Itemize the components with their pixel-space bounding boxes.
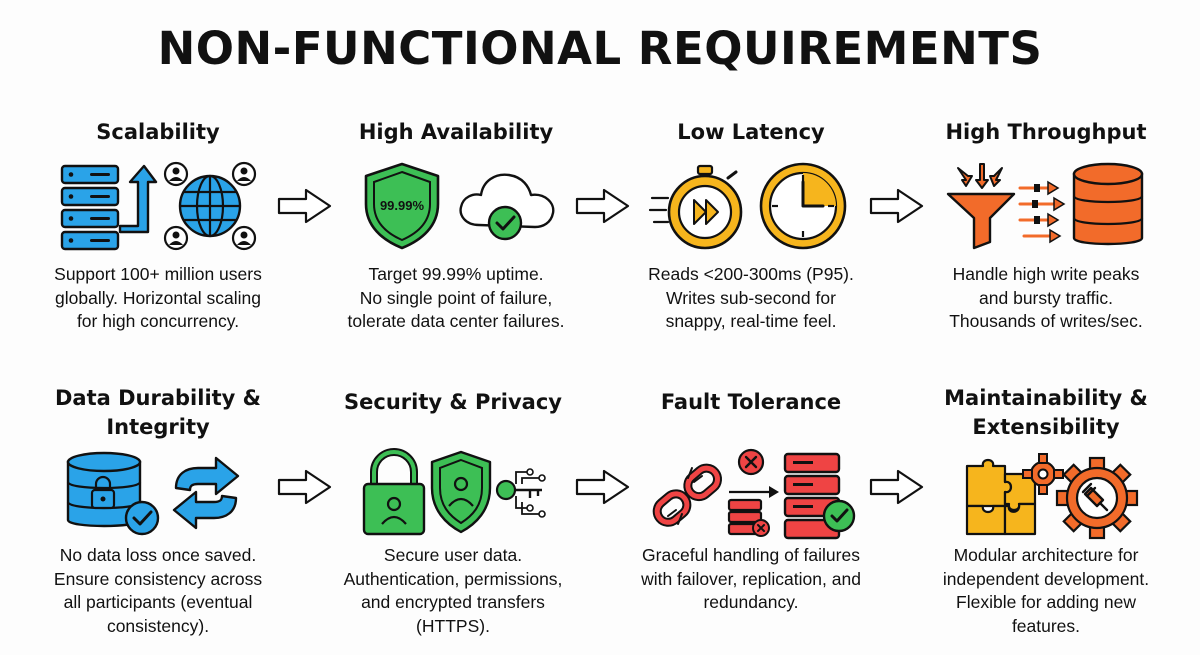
card-description: Handle high write peaks and bursty traff… [949, 264, 1143, 331]
cloud-check-icon [459, 173, 555, 241]
card-heading: High Throughput [945, 120, 1147, 144]
uptime-badge-text: 99.99% [380, 198, 425, 213]
clock-icon [759, 162, 847, 250]
card-description: No data loss once saved. Ensure consiste… [53, 545, 263, 636]
card-description: Support 100+ million users globally. Hor… [54, 264, 262, 331]
card-security-privacy: Security & Privacy Secure user data. Aut… [318, 388, 588, 648]
card-description: Graceful handling of failures with failo… [641, 545, 861, 612]
server-stack-icon [60, 164, 158, 251]
stopwatch-fast-icon [648, 164, 743, 250]
card-data-durability: Data Durability & Integrity No data loss… [23, 384, 293, 644]
card-heading: Low Latency [677, 120, 825, 144]
right-arrow-icon [575, 188, 630, 224]
card-maintainability: Maintainability & Extensibility Modular … [911, 384, 1181, 644]
database-lock-icon [66, 451, 160, 536]
card-description: Target 99.99% uptime. No single point of… [347, 264, 565, 331]
shield-uptime-icon: 99.99% [364, 162, 440, 250]
card-high-availability: High Availability Target 99.99% uptime. … [321, 118, 591, 348]
globe-users-icon [163, 161, 257, 251]
puzzle-gear-icon [965, 453, 1139, 540]
padlock-user-icon [362, 448, 426, 536]
card-fault-tolerance: Fault Tolerance Graceful handling of fai… [616, 388, 886, 648]
key-circuit-icon [495, 468, 546, 518]
card-heading: Data Durability & Integrity [54, 386, 261, 439]
shield-user-icon [430, 450, 492, 534]
card-heading: Maintainability & Extensibility [944, 386, 1148, 439]
card-heading: High Availability [358, 120, 554, 144]
right-arrow-icon [869, 188, 924, 224]
right-arrow-icon [277, 188, 332, 224]
page-title: NON-FUNCTIONAL REQUIREMENTS [157, 22, 1043, 75]
card-low-latency: Low Latency Reads <200-300ms (P95). Writ… [616, 118, 886, 348]
right-arrow-icon [869, 469, 924, 505]
right-arrow-icon [277, 469, 332, 505]
sync-arrows-icon [172, 456, 240, 530]
card-scalability: Scalability Support 100+ million users g… [23, 118, 293, 348]
card-description: Secure user data. Authentication, permis… [343, 545, 563, 636]
card-description: Modular architecture for independent dev… [942, 545, 1150, 636]
servers-failover-icon [727, 448, 856, 540]
card-heading: Fault Tolerance [660, 390, 842, 414]
card-high-throughput: High Throughput Handle high write peaks … [911, 118, 1181, 348]
card-heading: Scalability [96, 120, 220, 144]
right-arrow-icon [575, 469, 630, 505]
card-heading: Security & Privacy [344, 390, 562, 414]
card-description: Reads <200-300ms (P95). Writes sub-secon… [648, 264, 854, 331]
funnel-database-icon [946, 162, 1144, 250]
broken-chain-icon [652, 463, 723, 527]
